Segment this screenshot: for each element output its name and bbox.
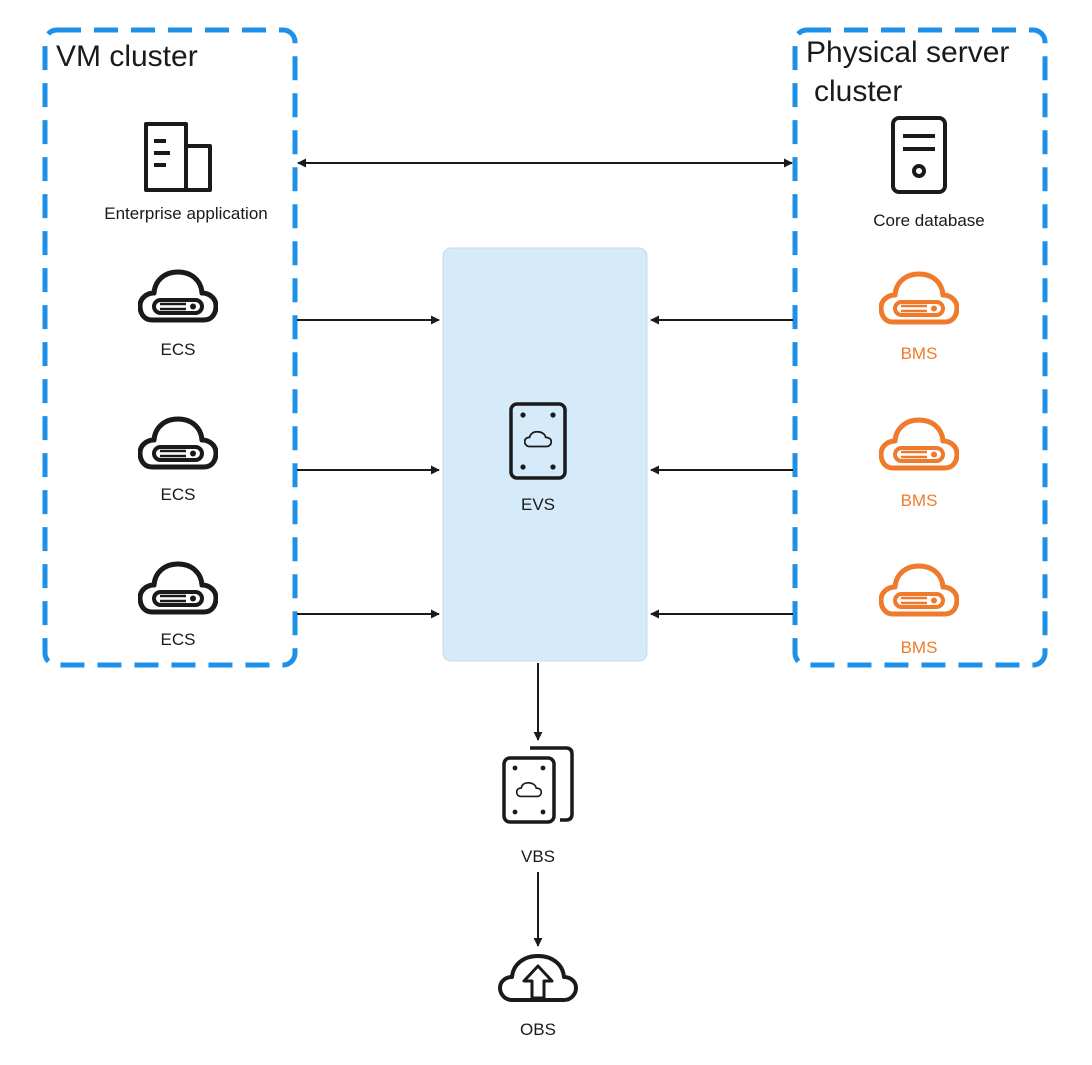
vbs-label: VBS (521, 847, 555, 866)
evs-block (442, 247, 648, 662)
obs-label: OBS (520, 1020, 556, 1039)
enterprise-application-label: Enterprise application (104, 204, 267, 223)
stacked-disk-icon (502, 746, 574, 824)
cloud-upload-icon (498, 954, 578, 1002)
cloud-server-icon (881, 566, 957, 614)
ecs-label-2: ECS (161, 485, 196, 504)
disk-cloud-icon (509, 402, 567, 480)
vm-cluster-border (42, 27, 298, 668)
bms-label-1: BMS (901, 344, 938, 363)
evs-label: EVS (521, 495, 555, 514)
cloud-server-icon (881, 420, 957, 468)
building-icon (144, 122, 212, 192)
ecs-label-3: ECS (161, 630, 196, 649)
cloud-server-icon (140, 272, 216, 320)
core-database-label: Core database (873, 211, 985, 230)
bms-label-2: BMS (901, 491, 938, 510)
server-tower-icon (891, 116, 947, 194)
ecs-label-1: ECS (161, 340, 196, 359)
physical-cluster-title-line1: Physical server (806, 36, 1009, 69)
bms-label-3: BMS (901, 638, 938, 657)
cloud-server-icon (140, 564, 216, 612)
physical-cluster-border (792, 27, 1048, 668)
cloud-server-icon (881, 274, 957, 322)
vm-cluster-title: VM cluster (56, 40, 198, 73)
physical-cluster-title-line2: cluster (814, 75, 902, 108)
cloud-server-icon (140, 419, 216, 467)
